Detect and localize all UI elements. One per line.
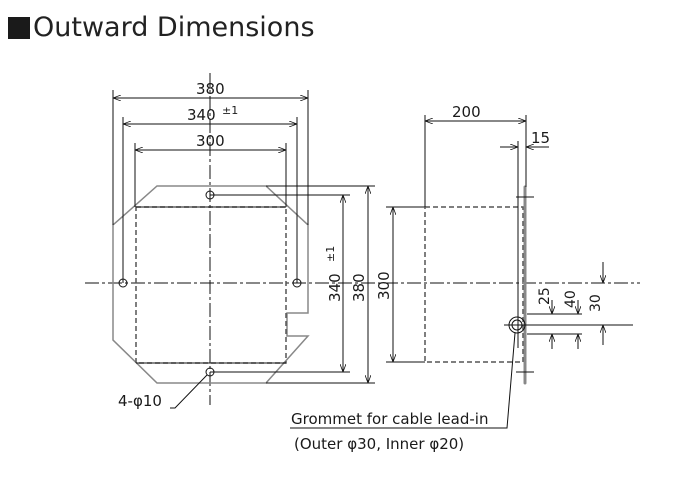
title-text: Outward Dimensions <box>33 12 315 43</box>
title-square-icon <box>8 16 30 39</box>
body-outline <box>135 206 287 364</box>
dim-40: 40 <box>563 290 579 308</box>
center-lines <box>85 73 640 405</box>
side-view: 200 15 25 40 30 Grommet for cable lead-i… <box>290 103 633 453</box>
tolerance-label: ±1 <box>222 104 238 117</box>
dim-340-height: 340 <box>326 273 344 302</box>
dim-30: 30 <box>588 294 604 312</box>
dim-380-height: 380 <box>350 273 368 302</box>
dim-300-width: 300 <box>196 132 225 150</box>
page-title: Outward Dimensions <box>8 12 315 43</box>
dim-340-width: 340 <box>187 106 216 124</box>
tolerance-label: ±1 <box>324 246 337 262</box>
front-view: 380 340 ±1 300 340 ±1 380 300 4-φ10 <box>112 80 425 410</box>
grommet-label: Grommet for cable lead-in <box>291 410 488 428</box>
grommet-detail: (Outer φ30, Inner φ20) <box>294 435 464 453</box>
dim-15-flange: 15 <box>531 129 550 147</box>
side-body-outline <box>424 206 524 363</box>
dim-300-height: 300 <box>375 271 393 300</box>
dim-200-depth: 200 <box>452 103 481 121</box>
dim-25: 25 <box>537 287 553 305</box>
hole-label: 4-φ10 <box>118 392 162 410</box>
flange-outline <box>112 185 310 384</box>
dim-380-width: 380 <box>196 80 225 98</box>
